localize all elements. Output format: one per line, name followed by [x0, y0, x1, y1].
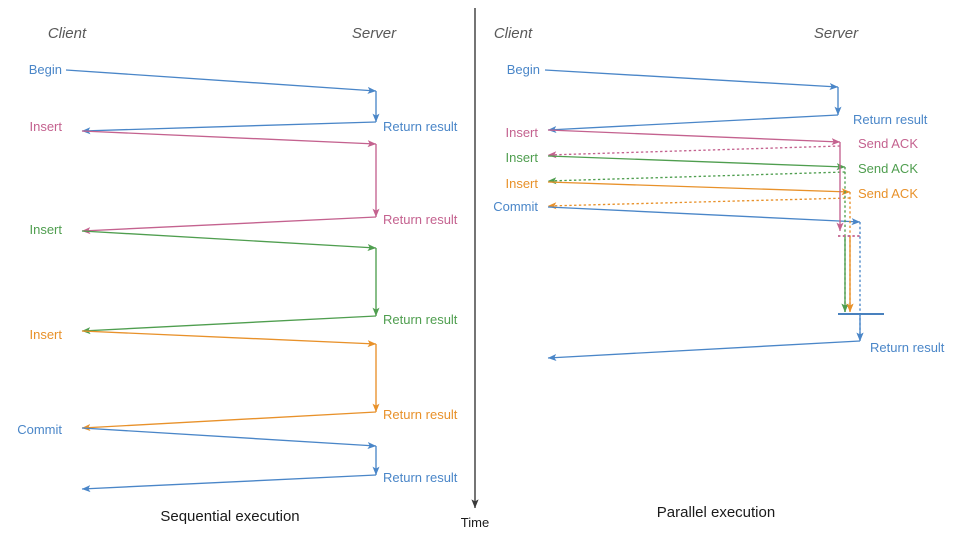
msg-insert2-request — [547, 155, 846, 171]
client-label-3-text: Insert — [505, 176, 538, 191]
client-label-4-text: Commit — [17, 422, 62, 437]
client-label-2-text: Insert — [505, 150, 538, 165]
server-label-0-text: Return result — [383, 119, 458, 134]
msg-commit-response — [547, 340, 861, 362]
client-label-1-text: Insert — [29, 119, 62, 134]
server-label-2-text: Send ACK — [858, 161, 918, 176]
panel-caption-text: Sequential execution — [160, 508, 299, 525]
msg-insert2-ack — [547, 171, 846, 185]
server-label-0-text: Return result — [853, 112, 928, 127]
client-label-0-text: Begin — [29, 62, 62, 77]
time-axis-group: Time — [461, 8, 489, 530]
msg-insert1-response — [81, 216, 377, 235]
panel-caption-text: Parallel execution — [657, 504, 775, 521]
msg-insert3-request — [81, 330, 377, 348]
msg-insert1-request — [547, 129, 841, 146]
client-label-0-text: Begin — [507, 62, 540, 77]
client-header-text: Client — [494, 25, 533, 42]
msg-begin-response — [81, 121, 377, 135]
server-header-text: Server — [814, 25, 859, 42]
server-header-text: Server — [352, 25, 397, 42]
msg-commit-request — [547, 206, 861, 226]
time-axis-label: Time — [461, 515, 489, 530]
client-label-3-text: Insert — [29, 327, 62, 342]
msg-insert3-ack — [547, 197, 851, 210]
msg-begin-request — [65, 69, 377, 94]
msg-insert2-response — [81, 315, 377, 335]
server-label-3-text: Send ACK — [858, 186, 918, 201]
server-label-4-text: Return result — [870, 340, 945, 355]
msg-commit-request — [81, 427, 377, 449]
msg-commit-response — [81, 474, 377, 493]
server-label-4-text: Return result — [383, 470, 458, 485]
server-label-1-text: Send ACK — [858, 136, 918, 151]
client-label-4-text: Commit — [493, 199, 538, 214]
msg-begin-response — [547, 114, 839, 134]
msg-insert3-request — [547, 181, 851, 196]
msg-insert2-request — [81, 230, 377, 252]
msg-insert1-ack — [547, 145, 841, 159]
client-label-2-text: Insert — [29, 222, 62, 237]
msg-insert3-response — [81, 411, 377, 432]
server-label-2-text: Return result — [383, 312, 458, 327]
msg-insert1-request — [81, 130, 377, 148]
client-label-1-text: Insert — [505, 125, 538, 140]
server-label-3-text: Return result — [383, 407, 458, 422]
client-header-text: Client — [48, 25, 87, 42]
server-label-1-text: Return result — [383, 212, 458, 227]
msg-begin-request — [544, 69, 839, 91]
